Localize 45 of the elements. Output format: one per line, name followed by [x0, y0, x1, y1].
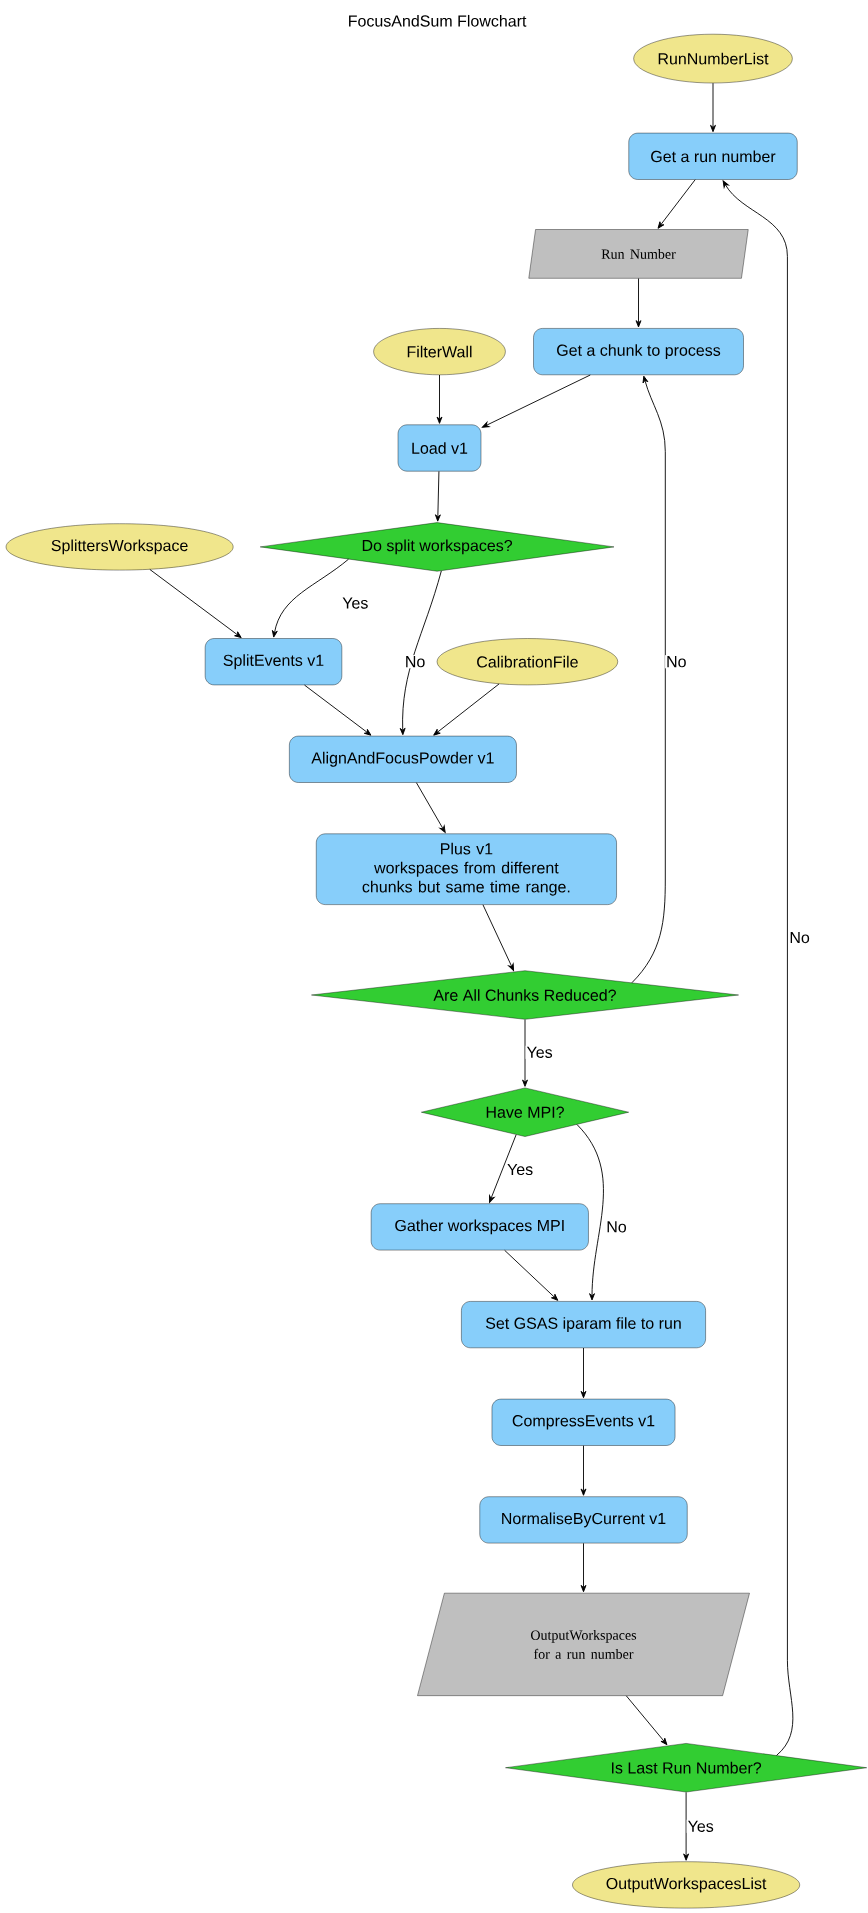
arrow — [482, 904, 515, 971]
arrow — [436, 374, 443, 424]
arrow — [481, 374, 591, 428]
arrow — [722, 180, 794, 1756]
arrow — [631, 375, 666, 984]
arrow — [683, 1791, 690, 1861]
arrow — [416, 782, 446, 833]
edge-label: No — [605, 1220, 628, 1234]
edge-label: Yes — [506, 1162, 535, 1177]
process-box: Set GSAS iparam file to run — [461, 1301, 706, 1348]
arrow — [149, 569, 242, 638]
arrow — [399, 570, 442, 736]
process-box: Plus v1 workspaces from different chunks but same time range. — [316, 833, 617, 905]
process-box: AlignAndFocusPowder v1 — [289, 735, 517, 783]
edge-label: No — [403, 655, 427, 669]
process-box: Gather workspaces MPI — [370, 1203, 589, 1251]
data-parallelogram: Run Number — [528, 229, 749, 279]
arrow — [433, 683, 500, 736]
arrow — [489, 1134, 517, 1203]
data-parallelogram: OutputWorkspaces for a run number — [417, 1592, 750, 1696]
edge-label: No — [788, 931, 811, 945]
arrow — [504, 1249, 559, 1301]
arrow — [657, 179, 696, 229]
arrow — [625, 1695, 668, 1746]
arrow — [580, 1347, 587, 1399]
title: FocusAndSum Flowchart — [349, 14, 527, 27]
arrow — [434, 470, 441, 522]
edge-label: No — [665, 655, 688, 669]
process-box: NormaliseByCurrent v1 — [479, 1496, 688, 1544]
arrow — [271, 558, 349, 638]
arrow — [522, 1019, 528, 1087]
arrow — [580, 1445, 587, 1496]
process-box: CompressEvents v1 — [491, 1398, 676, 1446]
process-box: SplitEvents v1 — [204, 638, 343, 686]
arrow — [580, 1542, 587, 1593]
arrow — [635, 278, 642, 328]
process-box: Get a chunk to process — [533, 328, 744, 375]
process-box: Get a run number — [628, 132, 798, 180]
edge-label: Yes — [686, 1819, 715, 1833]
process-box: Load v1 — [397, 424, 482, 472]
arrow — [576, 1124, 604, 1301]
arrow — [710, 82, 716, 133]
edge-label: Yes — [525, 1045, 554, 1059]
arrow — [304, 684, 372, 736]
edge-label: Yes — [341, 596, 370, 610]
